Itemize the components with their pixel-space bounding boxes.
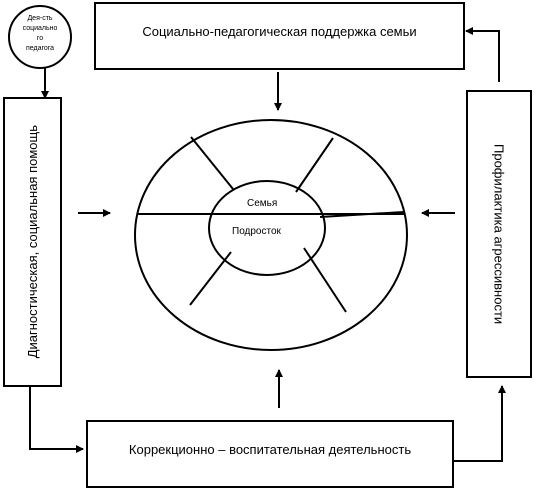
left-box-text-wrap: Диагностическая, социальная помощь	[5, 99, 60, 385]
specialist-circle-line-3: го	[36, 35, 44, 42]
bottom-box-label: Коррекционно – воспитательная деятельнос…	[128, 442, 412, 457]
outer-ellipse	[134, 119, 408, 351]
specialist-circle-text: Дея-сть социально го педагога	[14, 14, 66, 54]
top-box-label: Социально-педагогическая поддержка семьи	[142, 24, 417, 39]
ellipse-divider-accent	[319, 211, 405, 218]
specialist-circle-line-4: педагога	[25, 45, 55, 52]
spoke-upper-left	[190, 136, 234, 190]
arrow-right-box-to-top-box	[465, 27, 500, 82]
inner-ellipse	[208, 180, 326, 276]
bottom-box: Коррекционно – воспитательная деятельнос…	[86, 420, 454, 488]
center-label-family: Семья	[247, 198, 278, 209]
top-box: Социально-педагогическая поддержка семьи	[94, 2, 465, 70]
spoke-upper-right	[295, 137, 334, 193]
specialist-circle-line-2: социально	[22, 25, 58, 32]
spoke-lower-left	[189, 251, 232, 306]
center-label-teen: Подросток	[232, 226, 281, 237]
right-box-text-wrap: Профилактика агрессивности	[468, 92, 530, 376]
right-box: Профилактика агрессивности	[466, 90, 532, 378]
arrow-bottom-box-to-right-box	[454, 385, 506, 462]
right-box-label: Профилактика агрессивности	[491, 143, 507, 325]
specialist-circle-line-1: Дея-сть	[27, 15, 53, 22]
arrow-left-box-to-bottom-box	[29, 387, 84, 453]
specialist-circle	[8, 5, 72, 69]
left-box-label: Диагностическая, социальная помощь	[25, 125, 40, 359]
spoke-lower-right	[303, 247, 347, 313]
left-box: Диагностическая, социальная помощь	[3, 97, 62, 387]
